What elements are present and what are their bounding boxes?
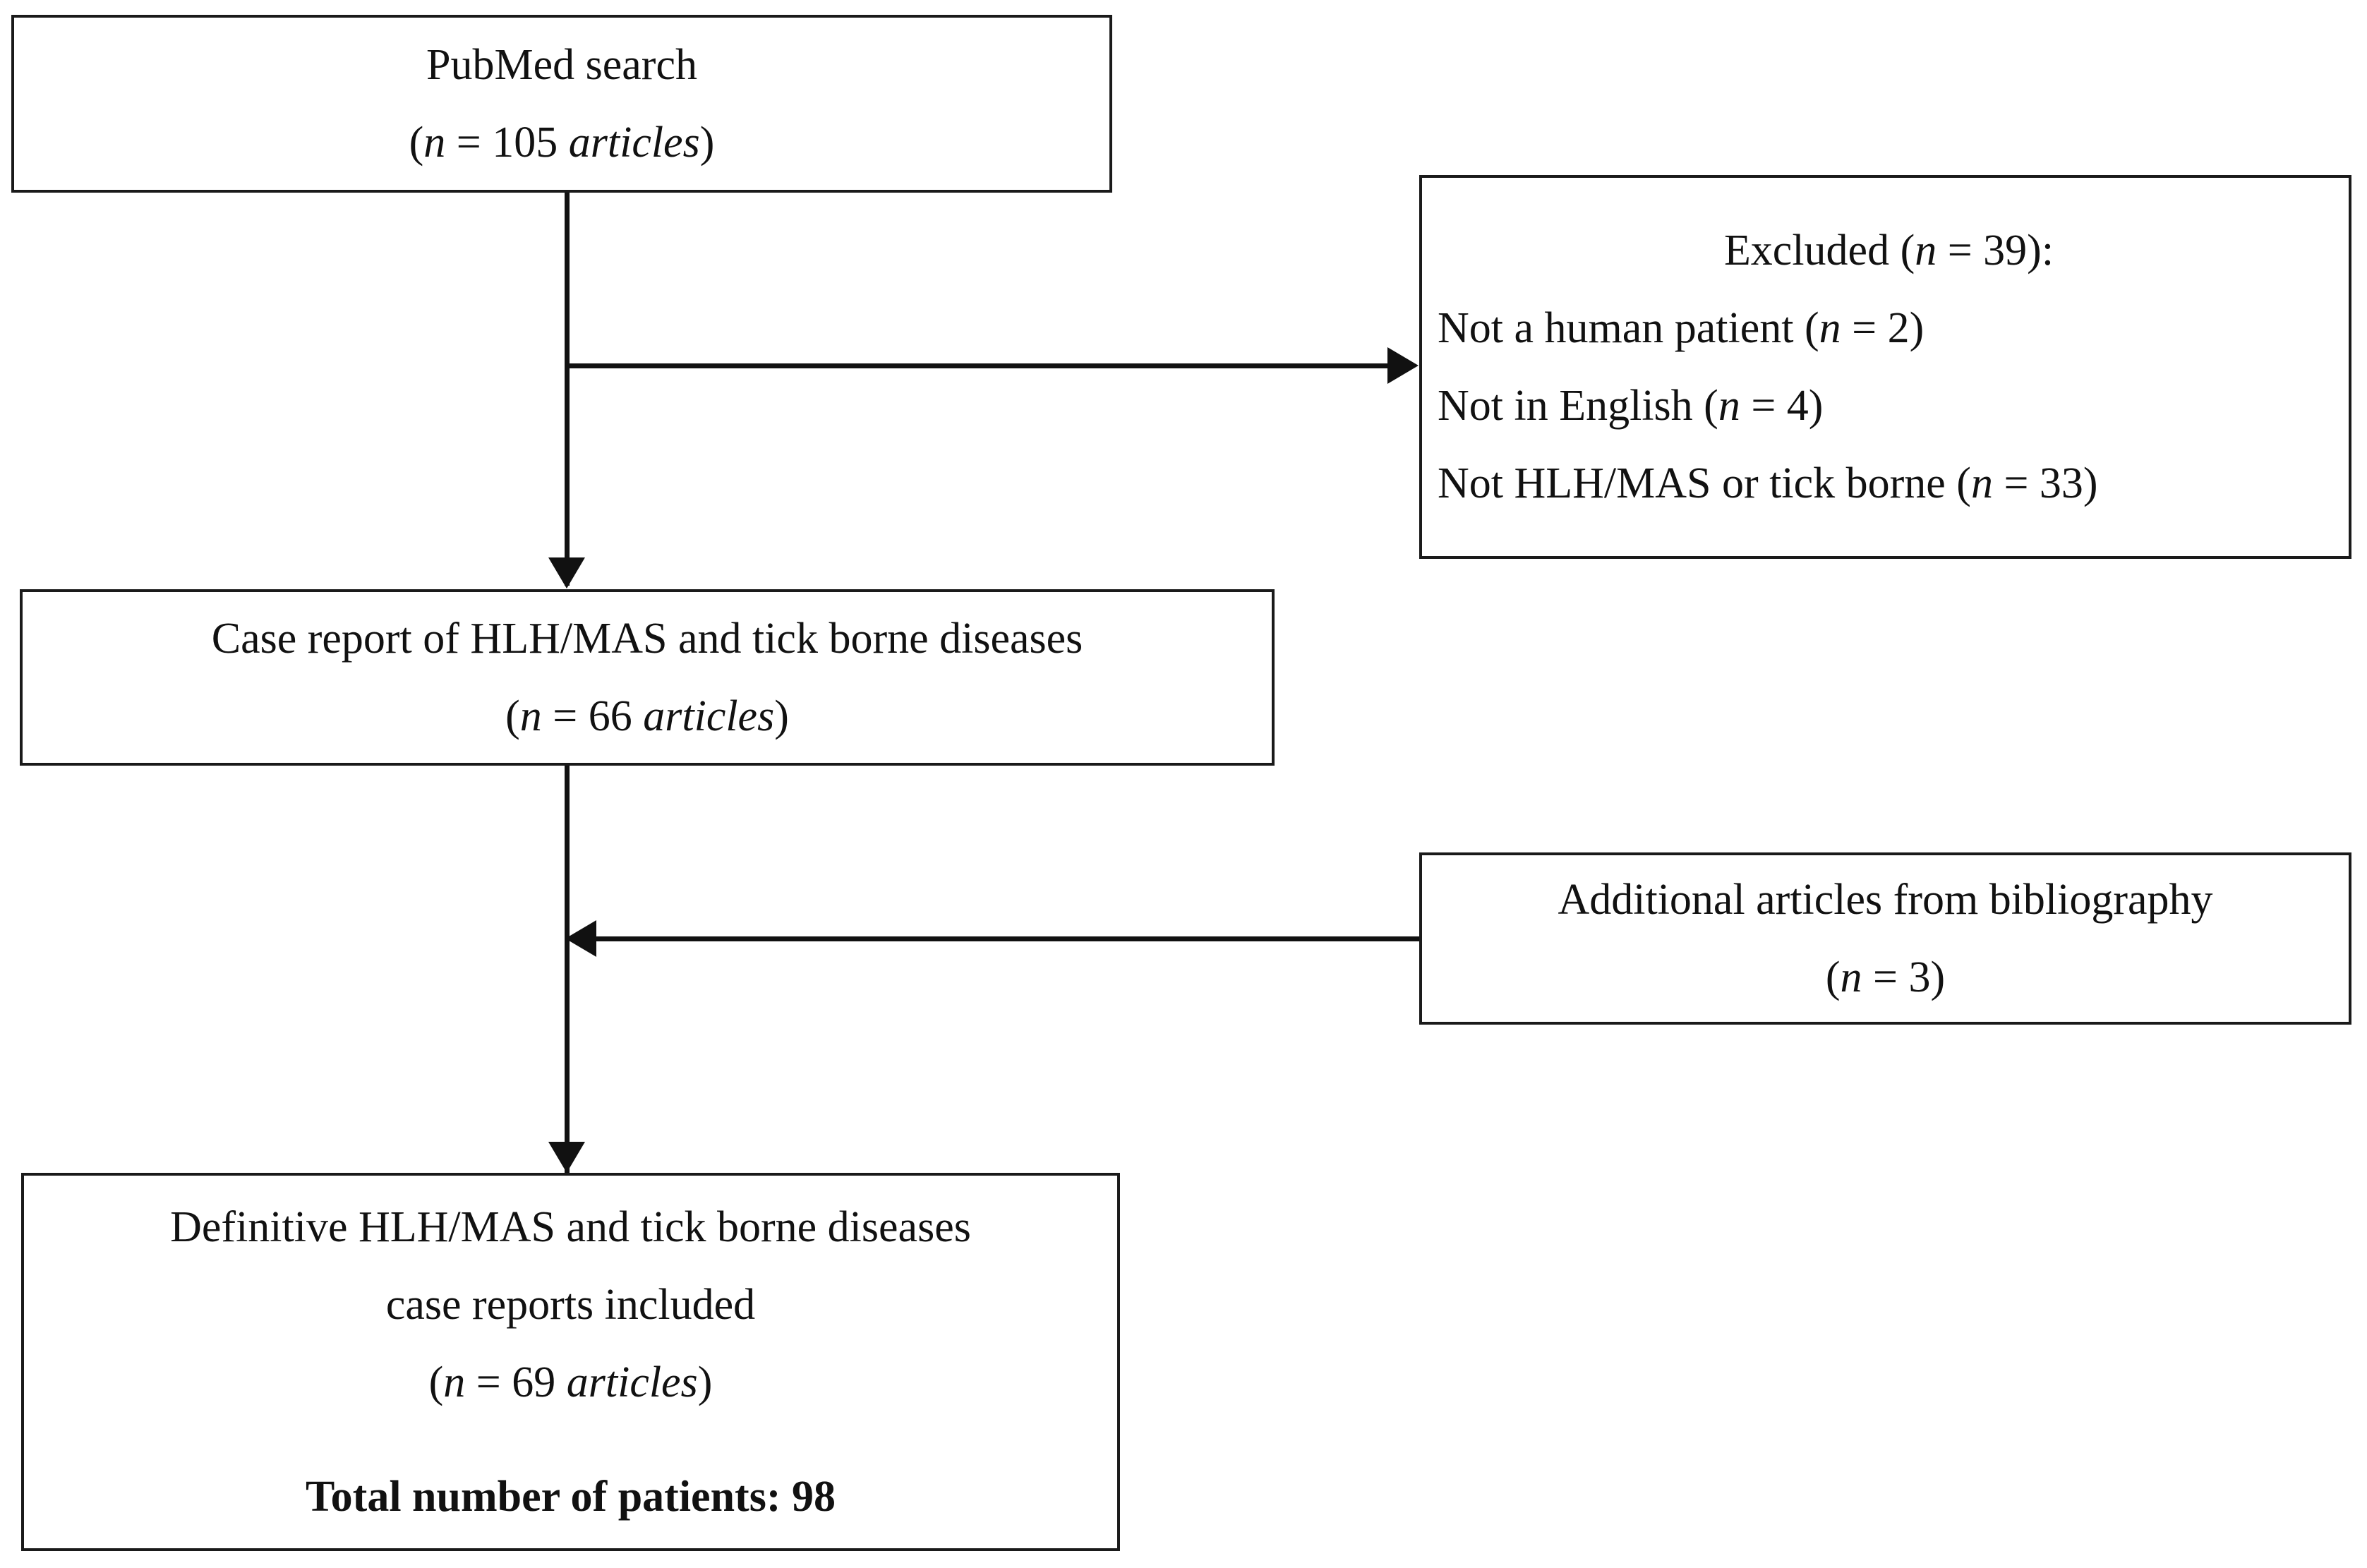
node-excluded: Excluded (n = 39): Not a human patient (… [1419, 175, 2351, 559]
pubmed-search-count-unit: articles [568, 119, 700, 167]
excluded-reason-3-n: n [1970, 459, 1993, 508]
node-additional-articles: Additional articles from bibliography (n… [1419, 852, 2351, 1025]
definitive-count: (n = 69 articles) [429, 1351, 713, 1413]
excluded-heading-suffix: = 39): [1937, 226, 2054, 275]
case-report-count-n: n [519, 692, 542, 740]
additional-articles-count-open: ( [1825, 953, 1841, 1001]
excluded-reason-2-value: = 4) [1740, 382, 1824, 430]
case-report-count-unit: articles [643, 692, 775, 740]
excluded-reason-3: Not HLH/MAS or tick borne (n = 33) [1438, 452, 2098, 514]
excluded-heading-prefix: Excluded ( [1723, 226, 1915, 275]
case-report-title: Case report of HLH/MAS and tick borne di… [211, 614, 1083, 663]
node-case-report: Case report of HLH/MAS and tick borne di… [20, 589, 1275, 766]
definitive-count-n: n [443, 1358, 466, 1406]
excluded-reason-1: Not a human patient (n = 2) [1438, 297, 1924, 359]
edge-case-report-trunk-vertical [565, 766, 570, 1173]
excluded-reason-1-text: Not a human patient ( [1438, 303, 1819, 352]
pubmed-search-count: (n = 105 articles) [409, 111, 715, 174]
additional-articles-count-n: n [1840, 953, 1862, 1001]
excluded-reason-2-text: Not in English ( [1438, 382, 1718, 430]
definitive-count-unit: articles [566, 1358, 698, 1406]
excluded-reason-2: Not in English (n = 4) [1438, 375, 1823, 437]
excluded-reason-1-n: n [1819, 303, 1841, 352]
definitive-title-line-2: case reports included [385, 1280, 756, 1329]
definitive-title-line-1: Definitive HLH/MAS and tick borne diseas… [170, 1202, 971, 1251]
additional-articles-title: Additional articles from bibliography [1558, 875, 2213, 924]
excluded-heading-n: n [1915, 226, 1937, 275]
edge-search-to-excluded-line [565, 363, 1390, 368]
additional-articles-count-value: = 3) [1862, 953, 1946, 1001]
edge-search-to-case-report-arrowhead [548, 557, 585, 589]
pubmed-search-title: PubMed search [426, 40, 697, 89]
node-pubmed-search: PubMed search (n = 105 articles) [11, 15, 1112, 193]
pubmed-search-count-close: ) [699, 119, 715, 167]
edge-search-to-excluded-arrowhead [1387, 347, 1419, 384]
node-definitive-included: Definitive HLH/MAS and tick borne diseas… [21, 1173, 1120, 1551]
excluded-reason-1-value: = 2) [1841, 303, 1925, 352]
excluded-reason-3-text: Not HLH/MAS or tick borne ( [1438, 459, 1971, 508]
additional-articles-count: (n = 3) [1826, 946, 1945, 1008]
excluded-reason-3-value: = 33) [1992, 459, 2098, 508]
case-report-count-value: = 66 [541, 692, 644, 740]
case-report-count: (n = 66 articles) [505, 685, 789, 747]
edge-bibliography-to-trunk-line [596, 936, 1419, 941]
definitive-count-close: ) [697, 1358, 713, 1406]
definitive-total-patients: Total number of patients: 98 [306, 1473, 836, 1521]
edge-case-report-to-definitive-arrowhead [548, 1142, 585, 1173]
edge-search-trunk-vertical [565, 193, 570, 586]
edge-bibliography-to-trunk-arrowhead [565, 920, 596, 957]
pubmed-search-count-value: = 105 [445, 119, 569, 167]
excluded-reason-2-n: n [1718, 382, 1740, 430]
definitive-count-open: ( [428, 1358, 444, 1406]
definitive-count-value: = 69 [465, 1358, 567, 1406]
case-report-count-close: ) [774, 692, 789, 740]
excluded-heading: Excluded (n = 39): [1724, 219, 2054, 282]
pubmed-search-count-n: n [423, 119, 446, 167]
pubmed-search-count-open: ( [409, 119, 424, 167]
case-report-count-open: ( [505, 692, 520, 740]
